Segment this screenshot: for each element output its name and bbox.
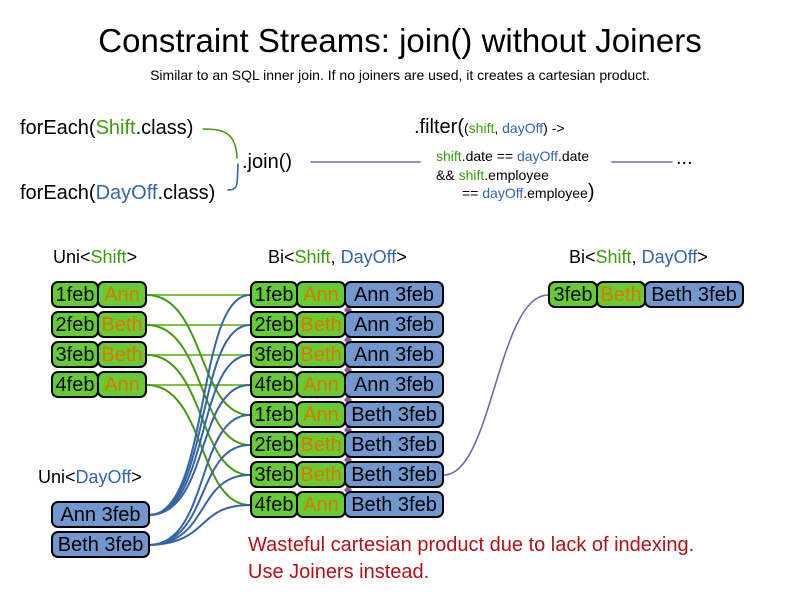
code-filter-line3: && shift.employee (436, 167, 549, 183)
shift-date-cell: 3feb (250, 461, 298, 488)
table-row: 2feb Beth Beth 3feb (250, 431, 444, 458)
dayoff-cell: Beth 3feb (344, 461, 444, 488)
shift-employee-cell: Ann (296, 401, 346, 428)
warning-note-line2: Use Joiners instead. (248, 561, 430, 583)
dayoff-cell: Beth 3feb (344, 401, 444, 428)
dayoff-cell: Beth 3feb (344, 491, 444, 518)
shift-wire (146, 294, 251, 416)
label-bi-shift-dayoff-filtered: Bi<Shift, DayOff> (569, 247, 708, 267)
dayoff-wire (149, 324, 251, 516)
dayoff-cell: Ann 3feb (344, 281, 444, 308)
dayoff-cell: Ann 3feb (344, 341, 444, 368)
page-title: Constraint Streams: join() without Joine… (98, 22, 702, 59)
dayoff-cell: Beth 3feb (344, 431, 444, 458)
shift-employee-cell: Ann (296, 281, 346, 308)
shift-employee-cell: Beth (296, 461, 346, 488)
list-item: Ann 3feb (51, 501, 150, 528)
shift-employee-cell: Ann (97, 281, 147, 308)
shift-date-cell: 3feb (250, 341, 298, 368)
warning-note-line1: Wasteful cartesian product due to lack o… (248, 534, 695, 556)
warning-note: Wasteful cartesian product due to lack o… (248, 532, 694, 586)
shift-wire (146, 354, 251, 476)
shift-employee-cell: Beth (97, 311, 147, 338)
uni-dayoff-list: Ann 3feb Beth 3feb (51, 501, 150, 558)
shift-date-cell: 2feb (250, 431, 298, 458)
bi-cartesian-table: 1feb Ann Ann 3feb 2feb Beth Ann 3feb 3fe… (250, 281, 444, 518)
table-row: 4feb Ann Beth 3feb (250, 491, 444, 518)
brace-dayoff-line (227, 163, 239, 191)
shift-date-cell: 2feb (250, 311, 298, 338)
code-foreach-shift: forEach(Shift.class) (20, 117, 194, 139)
shift-employee-cell: Beth (596, 281, 646, 308)
code-foreach-dayoff: forEach(DayOff.class) (20, 182, 216, 204)
shift-employee-cell: Beth (296, 311, 346, 338)
dayoff-wire (149, 504, 251, 546)
dayoff-wire (149, 414, 251, 546)
dayoff-cell: Ann 3feb (344, 311, 444, 338)
bi-filtered-table: 3feb Beth Beth 3feb (548, 281, 744, 308)
dayoff-cell: Beth 3feb (51, 531, 150, 558)
shift-date-cell: 1feb (250, 401, 298, 428)
label-bi-shift-dayoff: Bi<Shift, DayOff> (268, 247, 407, 267)
shift-employee-cell: Beth (296, 431, 346, 458)
table-row: 3feb Beth Beth 3feb (250, 461, 444, 488)
dayoff-cell: Ann 3feb (344, 371, 444, 398)
table-row: 4feb Ann Ann 3feb (250, 371, 444, 398)
shift-wire (146, 384, 251, 506)
shift-date-cell: 4feb (250, 491, 298, 518)
dayoff-wire (149, 474, 251, 546)
table-row: 2feb Beth Ann 3feb (250, 311, 444, 338)
dayoff-cell: Beth 3feb (644, 281, 744, 308)
dayoff-wire (149, 444, 251, 546)
table-row: 3feb Beth Ann 3feb (250, 341, 444, 368)
table-row: 3feb Beth (51, 341, 147, 368)
shift-wire (146, 324, 251, 446)
shift-date-cell: 3feb (548, 281, 598, 308)
brace-shift-line (202, 128, 238, 159)
code-filter-line4: == dayOff.employee) (462, 181, 595, 203)
table-row: 1feb Ann Ann 3feb (250, 281, 444, 308)
table-row: 2feb Beth (51, 311, 147, 338)
dayoff-wire (149, 354, 251, 516)
shift-date-cell: 1feb (250, 281, 298, 308)
label-uni-shift: Uni<Shift> (53, 247, 138, 267)
shift-date-cell: 1feb (51, 281, 99, 308)
code-filter-line2: shift.date == dayOff.date (436, 148, 590, 164)
table-row: 1feb Ann Beth 3feb (250, 401, 444, 428)
shift-date-cell: 4feb (250, 371, 298, 398)
shift-employee-cell: Beth (296, 341, 346, 368)
table-row: 4feb Ann (51, 371, 147, 398)
shift-date-cell: 3feb (51, 341, 99, 368)
label-uni-dayoff: Uni<DayOff> (38, 467, 142, 487)
shift-employee-cell: Ann (97, 371, 147, 398)
shift-employee-cell: Beth (97, 341, 147, 368)
shift-employee-cell: Ann (296, 371, 346, 398)
table-row: 1feb Ann (51, 281, 147, 308)
shift-date-cell: 2feb (51, 311, 99, 338)
shift-employee-cell: Ann (296, 491, 346, 518)
dayoff-wire (149, 294, 251, 516)
code-join: .join() (242, 151, 293, 173)
dayoff-cell: Ann 3feb (51, 501, 150, 528)
table-row: 3feb Beth Beth 3feb (548, 281, 744, 308)
list-item: Beth 3feb (51, 531, 150, 558)
code-filter-line1: .filter((shift, dayOff) -> (414, 116, 565, 138)
uni-shift-table: 1feb Ann 2feb Beth 3feb Beth 4feb Ann (51, 281, 147, 398)
shift-date-cell: 4feb (51, 371, 99, 398)
filter-result-wire (443, 294, 549, 476)
code-ellipsis: ... (676, 147, 693, 169)
dayoff-wire (149, 384, 251, 516)
page-subtitle: Similar to an SQL inner join. If no join… (150, 67, 650, 83)
